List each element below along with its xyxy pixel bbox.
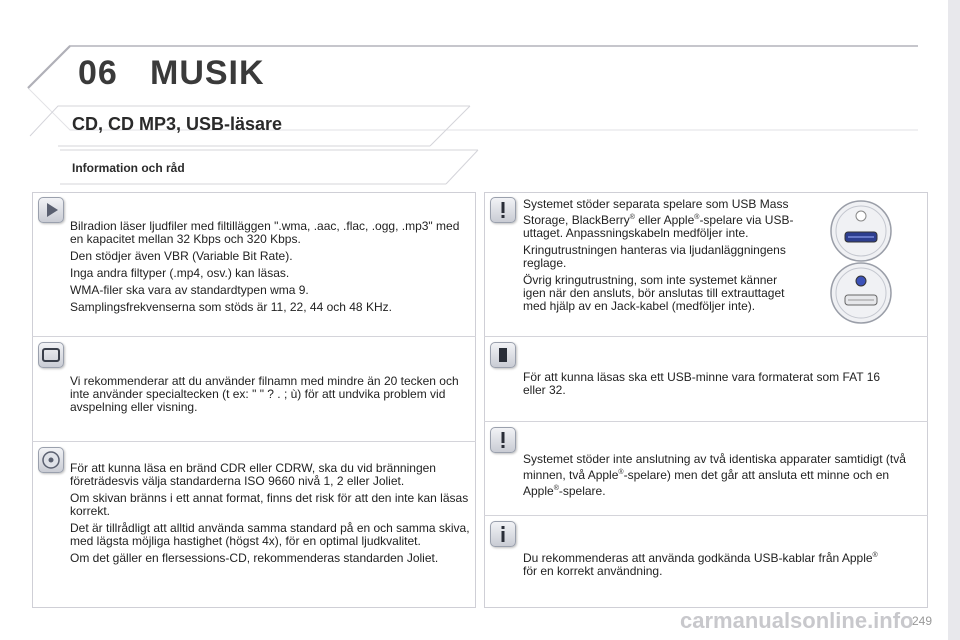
registered-mark: ®: [629, 214, 635, 221]
paragraph: Om skivan bränns i ett annat format, fin…: [70, 491, 469, 518]
registered-mark: ®: [694, 214, 700, 221]
divider: [484, 421, 928, 422]
section-title: CD, CD MP3, USB-läsare: [72, 114, 283, 134]
text: för en korrekt användning.: [523, 564, 663, 578]
paragraph: För att kunna läsas ska ett USB-minne va…: [523, 370, 881, 397]
play-triangle-icon: [38, 197, 64, 223]
paragraph: Inga andra filtyper (.mp4, osv.) kan läs…: [70, 266, 290, 280]
usb-port-illustration: [830, 200, 892, 324]
text-block-usb-cables: Du rekommenderas att använda godkända US…: [523, 549, 918, 582]
screen-icon: [38, 342, 64, 368]
text: Systemet stöder separata spelare som USB…: [523, 197, 789, 227]
paragraph: Systemet stöder inte anslutning av två i…: [523, 453, 918, 498]
registered-mark: ®: [618, 469, 624, 476]
text: Du rekommenderas att använda godkända US…: [523, 551, 873, 565]
text: eller Apple: [634, 213, 695, 227]
divider: [484, 336, 928, 337]
page-edge-strip: [948, 0, 960, 640]
text-block-audio-formats: Bilradion läser ljudfiler med filtillägg…: [70, 220, 470, 318]
paragraph: Om det gäller en flersessions-CD, rekomm…: [70, 551, 439, 565]
warning-icon: [490, 427, 516, 453]
disc-icon: [38, 447, 64, 473]
paragraph: Samplingsfrekvenserna som stöds är 11, 2…: [70, 300, 392, 314]
paragraph: För att kunna läsa en bränd CDR eller CD…: [70, 461, 436, 488]
info-icon: [490, 521, 516, 547]
text-block-identical-devices: Systemet stöder inte anslutning av två i…: [523, 453, 918, 502]
registered-mark: ®: [872, 552, 878, 559]
sub-title: Information och råd: [72, 161, 185, 175]
paragraph: Kringutrustningen hanteras via ljudanläg…: [523, 243, 786, 270]
text: Systemet stöder inte anslutning av två i…: [523, 452, 906, 482]
text-block-usb-format: För att kunna läsas ska ett USB-minne va…: [523, 371, 883, 401]
divider: [32, 336, 476, 337]
text: -spelare.: [558, 484, 606, 498]
paragraph: Systemet stöder separata spelare som USB…: [523, 198, 803, 240]
text: -spelare via USB-uttaget. Anpassningskab…: [523, 213, 794, 240]
right-column-frame: [484, 192, 928, 608]
text-block-usb-support: Systemet stöder separata spelare som USB…: [523, 198, 803, 317]
text-block-cd-burning: För att kunna läsa en bränd CDR eller CD…: [70, 462, 470, 569]
page-number: 249: [911, 614, 932, 628]
registered-mark: ®: [553, 485, 559, 492]
text: -spelare) men det går att ansluta ett mi…: [523, 468, 890, 498]
paragraph: Du rekommenderas att använda godkända US…: [523, 549, 918, 578]
paragraph: Bilradion läser ljudfiler med filtillägg…: [70, 219, 460, 246]
left-column-frame: [32, 192, 476, 608]
header-decoration: [27, 45, 918, 185]
paragraph: Vi rekommenderar att du använder filnamn…: [70, 374, 459, 414]
divider: [32, 441, 476, 442]
divider: [484, 515, 928, 516]
paragraph: WMA-filer ska vara av standardtypen wma …: [70, 283, 309, 297]
warning-icon: [490, 197, 516, 223]
chapter-title: MUSIK: [150, 54, 265, 92]
watermark: carmanualsonline.info: [680, 608, 914, 633]
paragraph: Övrig kringutrustning, som inte systemet…: [523, 273, 785, 313]
paragraph: Det är tillrådligt att alltid använda sa…: [70, 521, 470, 548]
text-block-filenames: Vi rekommenderar att du använder filnamn…: [70, 375, 470, 418]
usb-stick-icon: [490, 342, 516, 368]
paragraph: Den stödjer även VBR (Variable Bit Rate)…: [70, 249, 293, 263]
chapter-number: 06: [78, 54, 118, 92]
